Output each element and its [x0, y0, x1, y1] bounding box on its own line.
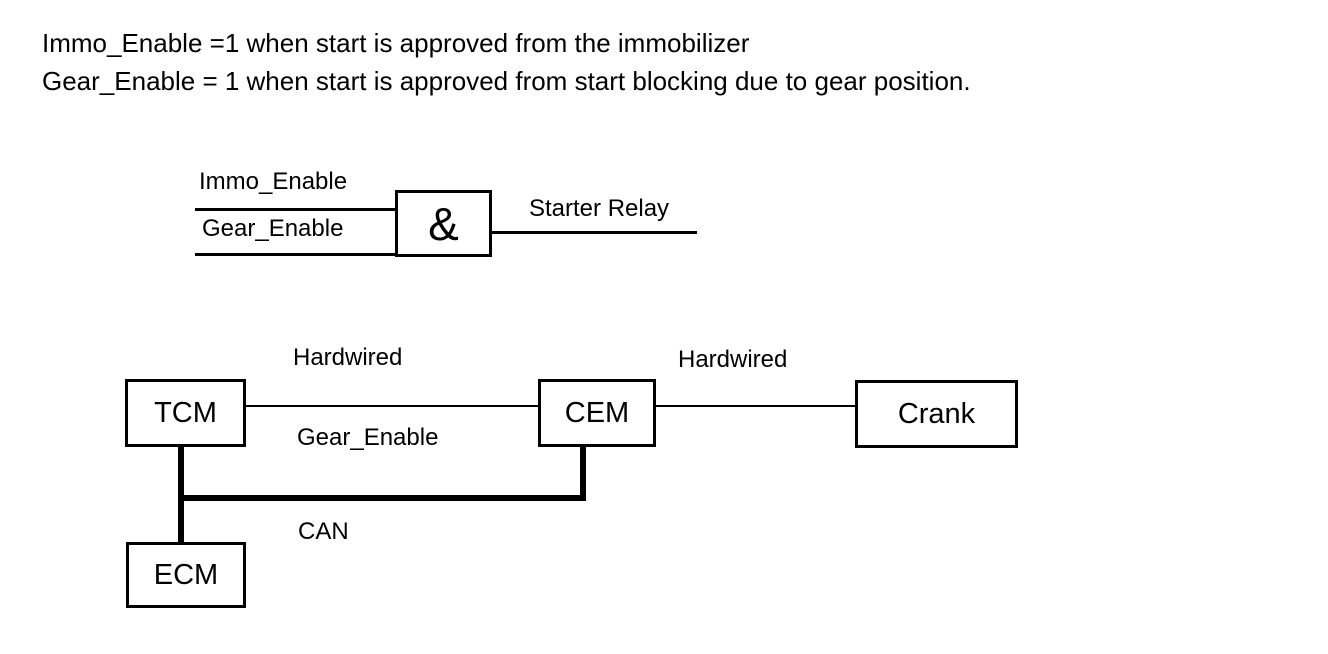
crank-label: Crank [897, 397, 976, 430]
crank-box: Crank [855, 380, 1018, 448]
ecm-label: ECM [153, 558, 219, 591]
gate-output-label: Starter Relay [529, 195, 670, 222]
can-bus-label: CAN [298, 518, 349, 545]
link-cem-crank-type-label: Hardwired [678, 346, 788, 373]
ecm-box: ECM [126, 542, 246, 608]
can-bus-cem-drop [580, 447, 586, 501]
tcm-label: TCM [154, 396, 217, 429]
link-tcm-cem-type-label: Hardwired [293, 344, 403, 371]
header-notes: Immo_Enable =1 when start is approved fr… [42, 24, 971, 100]
can-bus-backbone [178, 495, 586, 501]
gate-output-wire [492, 231, 697, 234]
note-line-2: Gear_Enable = 1 when start is approved f… [42, 66, 971, 96]
gate-input2-label: Gear_Enable [202, 215, 344, 242]
gate-input2-wire [195, 253, 395, 256]
and-gate-symbol: & [428, 197, 459, 250]
cem-box: CEM [538, 379, 656, 447]
wire-tcm-cem [246, 405, 538, 407]
and-gate-box: & [395, 190, 492, 257]
wire-cem-crank [656, 405, 855, 407]
cem-label: CEM [564, 396, 630, 429]
gate-input1-label: Immo_Enable [199, 168, 348, 195]
tcm-box: TCM [125, 379, 246, 447]
link-tcm-cem-signal-label: Gear_Enable [297, 424, 439, 451]
note-line-1: Immo_Enable =1 when start is approved fr… [42, 28, 750, 58]
gate-input1-wire [195, 208, 395, 211]
